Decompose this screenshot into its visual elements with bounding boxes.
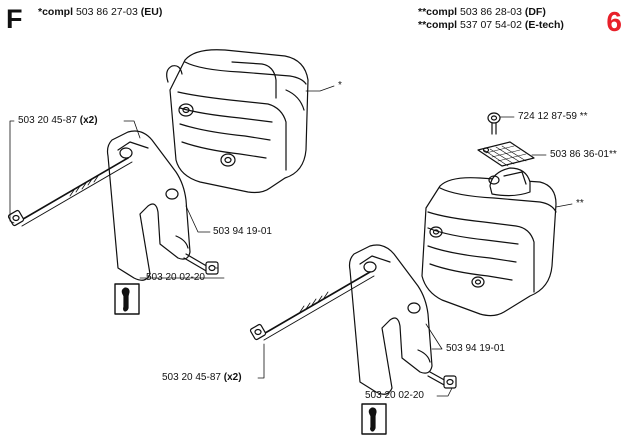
header-right-prefix: **compl — [418, 6, 458, 18]
part-number: 724 12 87-59 — [518, 111, 577, 122]
left-bolt — [7, 157, 133, 227]
right-bracket — [348, 244, 433, 395]
left-muffler-mark: * — [338, 80, 342, 91]
part-qty: (x2) — [223, 372, 242, 383]
part-number: 503 86 36-01 — [550, 149, 609, 160]
part-number: 503 20 45-87 — [162, 372, 221, 383]
header-left-number: 503 86 27-03 — [75, 6, 138, 18]
header-left-variant: (EU) — [140, 6, 163, 18]
section-letter: F — [6, 4, 23, 34]
right-bolt — [249, 271, 375, 341]
right-muffler-mark: ** — [576, 198, 584, 209]
right-bracket-label: 503 94 19-01 — [446, 343, 505, 354]
right-screw-label: 503 20 02-20 — [365, 390, 424, 401]
header-right-number: 537 07 54-02 — [460, 19, 522, 31]
header-left-prefix: *compl — [38, 6, 74, 18]
wrench-icon — [361, 403, 387, 435]
header-left: *compl 503 86 27-03 (EU) — [38, 6, 162, 19]
right-small-screw-label: 724 12 87-59 ** — [518, 111, 588, 123]
left-bolt-label: 503 20 45-87 (x2) — [18, 115, 98, 127]
left-screw — [183, 253, 219, 275]
right-small-screw — [487, 112, 501, 135]
wrench-icon — [114, 283, 140, 315]
left-screw-label: 503 20 02-20 — [146, 272, 205, 283]
right-muffler — [421, 167, 557, 317]
part-mark: ** — [579, 111, 588, 122]
header-right-variant: (E-tech) — [524, 19, 564, 31]
right-screw — [427, 371, 457, 389]
left-muffler — [166, 49, 309, 194]
header-right-line-2: **compl 537 07 54-02 (E-tech) — [418, 19, 564, 32]
page-number: 6 — [606, 6, 622, 37]
header-right-prefix: **compl — [418, 19, 458, 31]
part-mark: ** — [608, 149, 617, 160]
left-bracket-label: 503 94 19-01 — [213, 226, 272, 237]
right-spark-screen — [477, 141, 535, 167]
part-number: 503 20 45-87 — [18, 115, 77, 126]
left-leader-lines — [9, 85, 335, 279]
left-bracket — [106, 130, 191, 281]
header-right-number: 503 86 28-03 — [460, 6, 522, 18]
header-right-line-1: **compl 503 86 28-03 (DF) — [418, 6, 546, 19]
right-screen-label: 503 86 36-01** — [550, 149, 617, 161]
right-leader-lines — [257, 116, 573, 397]
part-qty: (x2) — [79, 115, 98, 126]
header-right-variant: (DF) — [524, 6, 546, 18]
right-bolt-label: 503 20 45-87 (x2) — [162, 372, 242, 384]
